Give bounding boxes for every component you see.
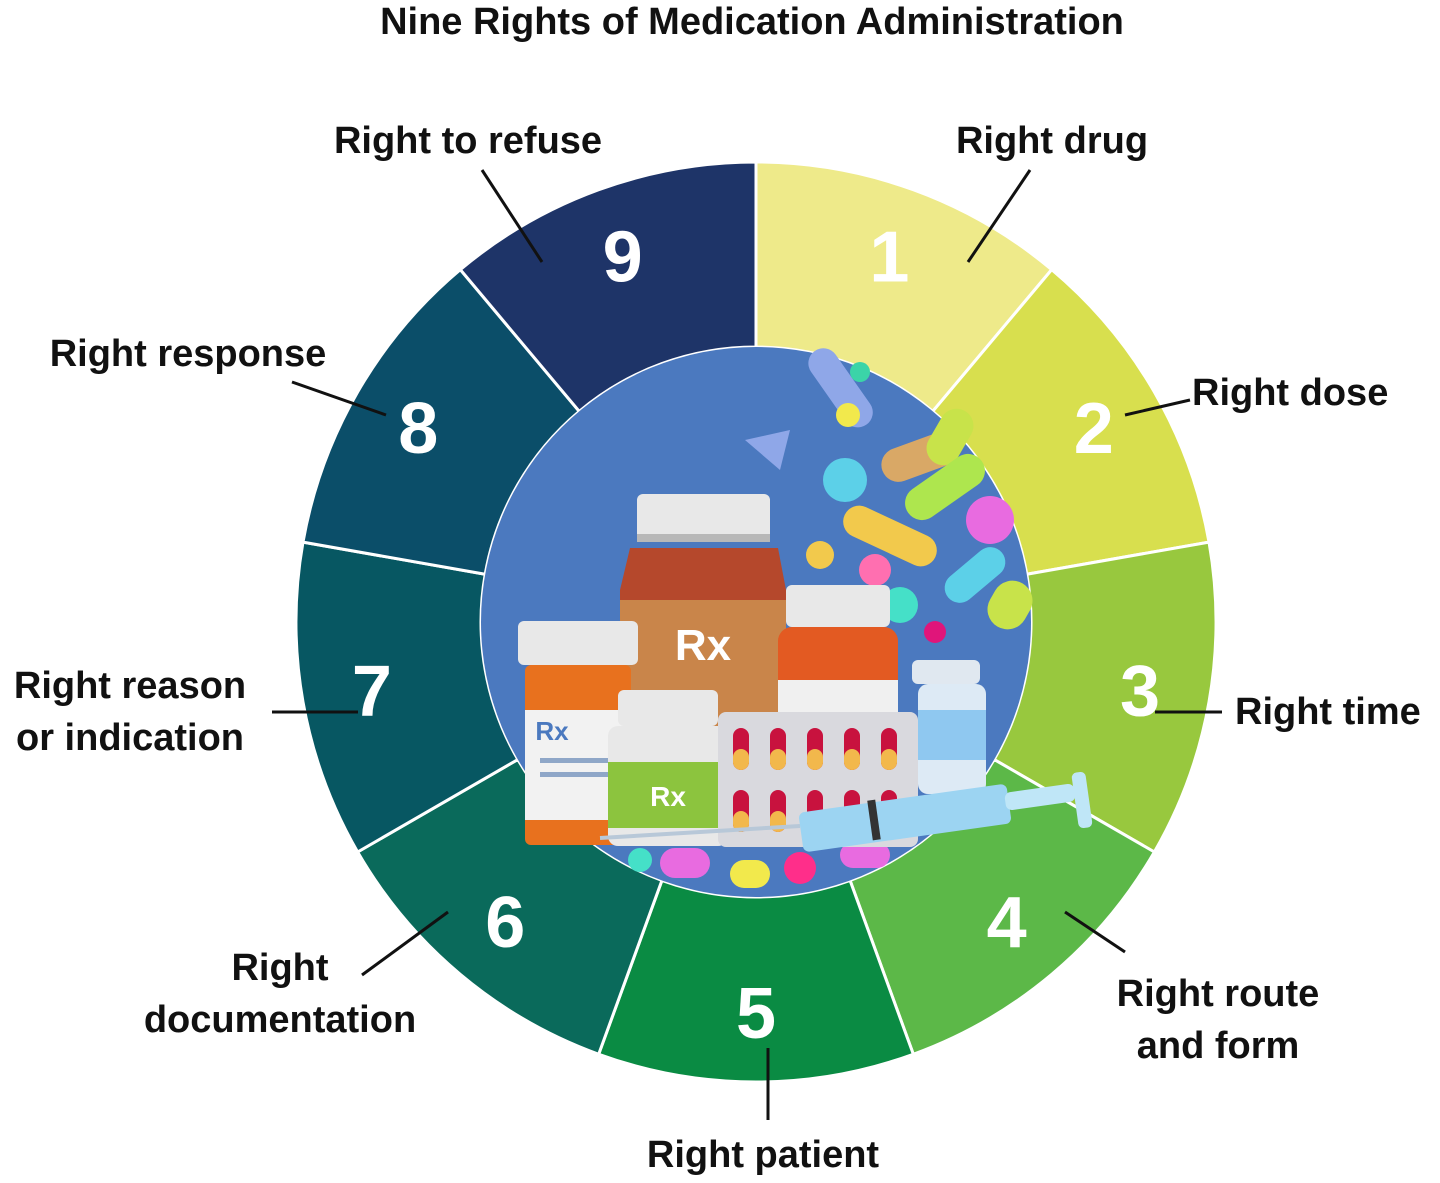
rights-wheel: 1 2 3 4 5 6 7 8 9 [294,160,1218,1084]
leader-line-1 [966,169,1032,263]
blister-capsule-half [733,749,749,770]
blister-capsule-half [807,749,823,770]
segment-label-line: Right to refuse [334,120,602,162]
segment-label-8: Right response [50,333,327,375]
blister-capsule-half [881,749,897,770]
medicine-vial [912,660,986,794]
pills-cluster [628,348,1033,888]
large-bottle-rx-icon: Rx [675,621,732,670]
segment-label-6: Right documentation [144,947,416,1041]
segment-number-5: 5 [736,974,776,1054]
segment-label-7: Right reason or indication [14,665,246,759]
blister-pack [718,712,918,847]
segment-number-2: 2 [1074,389,1114,469]
blister-capsule-half [770,749,786,770]
segment-label-line: Right [231,947,328,989]
green-bottle: Rx [608,690,728,846]
segment-label-2: Right dose [1192,372,1388,414]
syringe [599,771,1093,852]
segment-number-4: 4 [987,883,1027,963]
segment-number-9: 9 [603,218,643,298]
segment-label-line: Right reason [14,665,246,707]
green-bottle-rx-icon: Rx [650,781,686,812]
segment-label-line: Right time [1235,691,1421,733]
segment-number-1: 1 [869,218,909,298]
medication-illustration: Rx Rx Rx [481,347,1093,897]
segment-label-3: Right time [1235,691,1421,733]
diagram-title: Nine Rights of Medication Administration [380,1,1124,43]
segment-label-line: or indication [16,717,244,759]
leader-line-4 [1064,910,1126,954]
leader-line-6 [361,910,449,977]
segment-number-8: 8 [398,389,438,469]
segment-label-line: Right drug [956,120,1148,162]
segment-label-line: and form [1137,1025,1300,1067]
segment-label-5: Right patient [647,1134,880,1176]
segment-label-line: Right route [1117,973,1320,1015]
left-bottle-rx-icon: Rx [535,716,569,746]
leader-line-9 [480,169,544,263]
segment-label-line: Right patient [647,1134,880,1176]
blister-capsule-half [733,811,749,832]
segment-label-1: Right drug [956,120,1148,162]
segment-number-6: 6 [485,883,525,963]
leader-lines [272,169,1222,1120]
segment-label-line: Right dose [1192,372,1388,414]
segment-number-3: 3 [1120,652,1160,732]
segment-number-7: 7 [352,652,392,732]
segment-label-9: Right to refuse [334,120,602,162]
blister-capsule-half [844,749,860,770]
segment-label-line: Right response [50,333,327,375]
segment-label-4: Right route and form [1117,973,1320,1067]
leader-line-2 [1124,398,1191,417]
leader-line-8 [291,380,387,417]
segment-label-line: documentation [144,999,416,1041]
